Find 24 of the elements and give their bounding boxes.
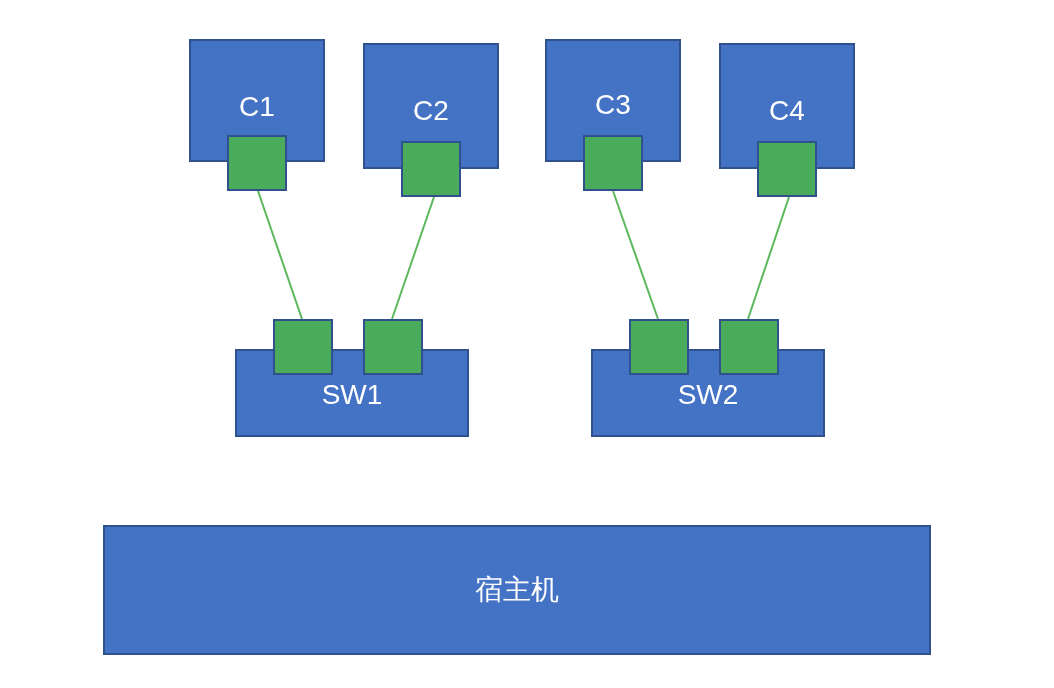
- port-square: [583, 135, 643, 191]
- connector-line: [391, 196, 435, 320]
- connector-line: [612, 190, 659, 320]
- host-box: [103, 525, 931, 655]
- container-box: [363, 43, 499, 169]
- container-box: [719, 43, 855, 169]
- connector-line: [257, 190, 303, 320]
- port-square: [757, 141, 817, 197]
- switch-label: SW1: [321, 379, 383, 411]
- container-box: [189, 39, 325, 162]
- container-label: C3: [595, 89, 631, 121]
- port-square: [629, 319, 689, 375]
- port-square: [273, 319, 333, 375]
- host-label: 宿主机: [475, 573, 559, 607]
- port-square: [363, 319, 423, 375]
- connector-line: [747, 196, 790, 320]
- port-square: [719, 319, 779, 375]
- container-label: C4: [769, 95, 805, 127]
- container-box: [545, 39, 681, 162]
- switch-label: SW2: [677, 379, 739, 411]
- port-square: [401, 141, 461, 197]
- port-square: [227, 135, 287, 191]
- container-label: C2: [413, 95, 449, 127]
- container-label: C1: [239, 91, 275, 123]
